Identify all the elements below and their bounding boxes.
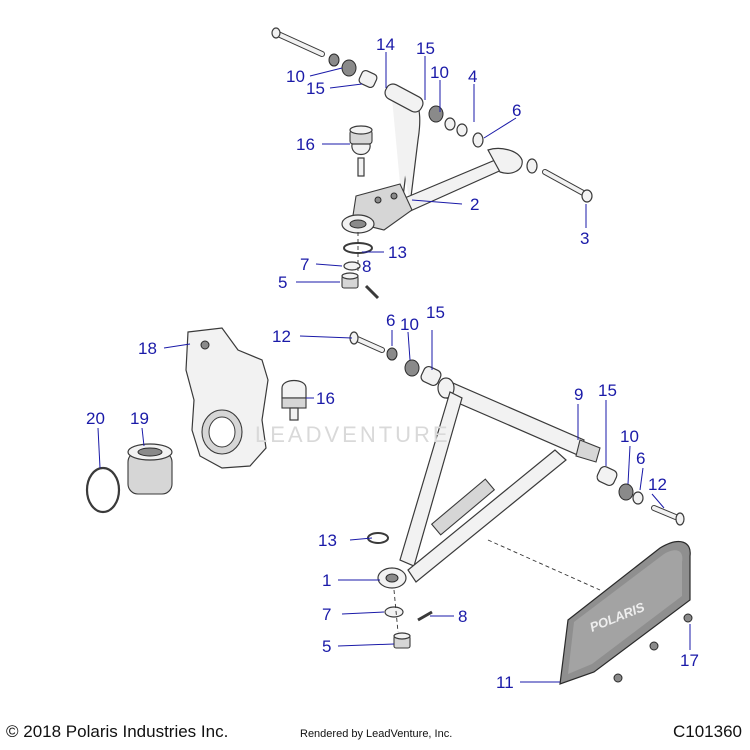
upper-washer-rear bbox=[526, 158, 538, 174]
callout-7-lower: 7 bbox=[322, 605, 331, 624]
callout-11: 11 bbox=[496, 673, 514, 692]
callout-19: 19 bbox=[130, 409, 149, 428]
wheel-bearing bbox=[127, 443, 173, 495]
rendered-by-text: Rendered by LeadVenture, Inc. bbox=[300, 728, 453, 740]
copyright-text: © 2018 Polaris Industries Inc. bbox=[6, 722, 229, 741]
upper-spacer-4b bbox=[456, 123, 468, 137]
callout-16-lower: 16 bbox=[316, 389, 335, 408]
lower-front-bolt bbox=[349, 331, 385, 353]
lower-castle-nut bbox=[393, 632, 411, 649]
lower-sleeve-15d bbox=[596, 465, 618, 487]
callout-14-upper: 14 bbox=[376, 35, 395, 54]
callout-15-lower-right: 15 bbox=[598, 381, 617, 400]
callout-16-upper: 16 bbox=[296, 135, 315, 154]
lower-bushing-10d bbox=[618, 483, 634, 501]
upper-spacer-4a bbox=[444, 117, 456, 131]
lower-washer-6c bbox=[632, 491, 644, 505]
callout-18: 18 bbox=[138, 339, 157, 358]
lower-arm-frame bbox=[377, 377, 601, 589]
upper-castle-nut bbox=[341, 272, 359, 289]
callout-13-upper: 13 bbox=[388, 243, 407, 262]
guard-screw-b bbox=[649, 641, 659, 651]
leader-lines bbox=[97, 52, 691, 683]
callout-5-lower: 5 bbox=[322, 637, 331, 656]
callout-8-lower: 8 bbox=[458, 607, 467, 626]
guard-screw-a bbox=[683, 613, 693, 623]
upper-sleeve-15a bbox=[358, 69, 378, 89]
guard-screw-c bbox=[613, 673, 623, 683]
retaining-ring bbox=[85, 466, 121, 514]
callout-3: 3 bbox=[580, 229, 589, 248]
callout-12-lower-right: 12 bbox=[648, 475, 667, 494]
callout-17: 17 bbox=[680, 651, 699, 670]
callout-2: 2 bbox=[470, 195, 479, 214]
callout-1: 1 bbox=[322, 571, 331, 590]
knuckle-group bbox=[85, 327, 307, 514]
upper-cotter-pin bbox=[364, 284, 380, 300]
callout-5-upper: 5 bbox=[278, 273, 287, 292]
lower-washer-6b bbox=[386, 347, 398, 361]
callout-15-upper-left: 15 bbox=[306, 79, 325, 98]
callout-15-lower-left: 15 bbox=[426, 303, 445, 322]
callout-6-lower-right: 6 bbox=[636, 449, 645, 468]
upper-washer-6a bbox=[472, 132, 484, 148]
callout-10-upper-right: 10 bbox=[430, 63, 449, 82]
upper-washer bbox=[328, 53, 340, 67]
callout-13-lower: 13 bbox=[318, 531, 337, 550]
upper-rear-bolt bbox=[542, 169, 593, 203]
lower-sleeve-15c bbox=[420, 365, 442, 387]
upper-ball-joint bbox=[349, 125, 373, 177]
diagram-code: C101360 bbox=[672, 722, 742, 741]
callout-6-upper: 6 bbox=[512, 101, 521, 120]
callout-10-upper-left: 10 bbox=[286, 67, 305, 86]
callout-labels: 14 15 10 15 10 4 6 16 2 3 13 7 8 5 6 10 … bbox=[86, 35, 699, 692]
assembly-line-lower bbox=[393, 589, 399, 633]
lower-cotter-pin bbox=[417, 610, 433, 622]
upper-washer-7 bbox=[343, 261, 361, 271]
callout-6-lower-left: 6 bbox=[386, 311, 395, 330]
lower-rear-bolt bbox=[651, 505, 685, 526]
lower-washer-7 bbox=[384, 606, 404, 618]
callout-9: 9 bbox=[574, 385, 583, 404]
lower-a-arm-group bbox=[349, 331, 685, 649]
callout-10-lower-right: 10 bbox=[620, 427, 639, 446]
callout-8-upper: 8 bbox=[362, 257, 371, 276]
callout-7-upper: 7 bbox=[300, 255, 309, 274]
upper-bushing-10a bbox=[341, 59, 357, 77]
callout-4: 4 bbox=[468, 67, 477, 86]
assembly-line-guard bbox=[487, 539, 601, 591]
callout-15-upper-right: 15 bbox=[416, 39, 435, 58]
a-arm-guard: POLARIS bbox=[559, 540, 693, 685]
lower-bushing-10c bbox=[404, 359, 420, 377]
upper-front-bolt bbox=[271, 27, 325, 57]
leadventure-watermark: LEADVENTURE bbox=[255, 422, 451, 447]
callout-10-lower-left: 10 bbox=[400, 315, 419, 334]
callout-20: 20 bbox=[86, 409, 105, 428]
upper-a-arm-group bbox=[271, 27, 593, 300]
upper-arm-frame bbox=[341, 83, 523, 234]
lower-ball-joint bbox=[281, 379, 307, 421]
callout-12-lower-left: 12 bbox=[272, 327, 291, 346]
upper-bushing-10b bbox=[428, 105, 444, 123]
